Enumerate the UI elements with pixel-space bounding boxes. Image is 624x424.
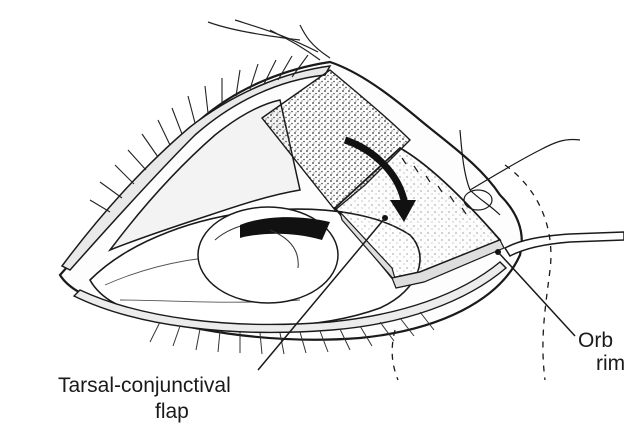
label-orbital: Orb (578, 329, 613, 353)
leader-line-orbital (498, 252, 575, 336)
label-rim: rim (596, 352, 624, 376)
label-tarsal-conjunctival: Tarsal-conjunctival (58, 374, 231, 398)
needle-holder (505, 232, 624, 256)
label-flap: flap (155, 400, 189, 424)
eyebrow-hairs (208, 20, 330, 60)
